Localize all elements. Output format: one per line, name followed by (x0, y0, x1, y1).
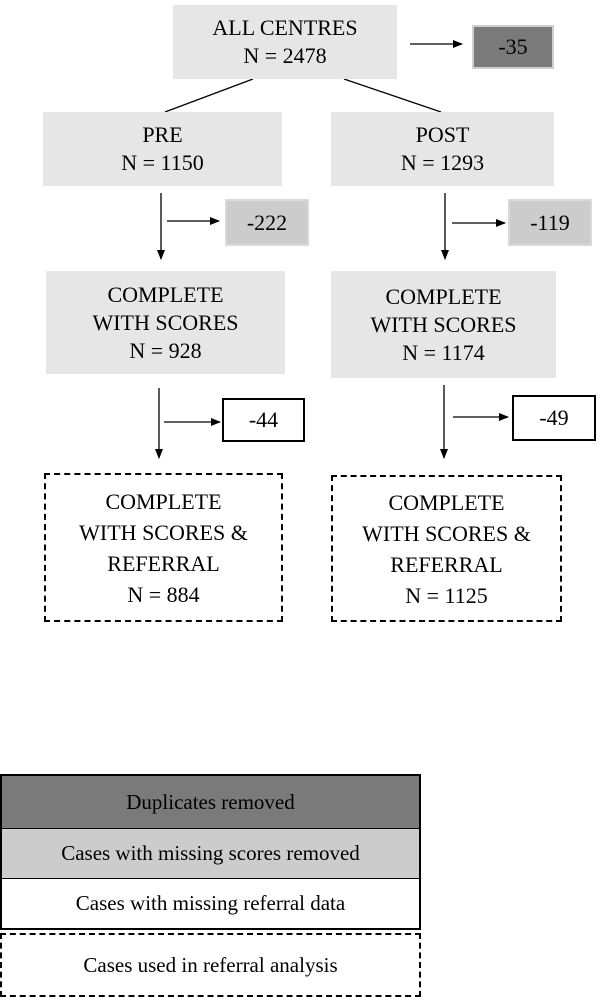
pre-title: PRE (142, 122, 183, 147)
pre-missing-referral-count: -44 (248, 407, 279, 432)
post-complete-line1: COMPLETE (385, 283, 502, 309)
post-referral-line3: REFERRAL (390, 551, 503, 577)
all-centres-count: N = 2478 (243, 43, 327, 68)
post-complete-line2: WITH SCORES (370, 311, 517, 337)
pre-count: N = 1150 (121, 150, 204, 175)
legend-used: Cases used in referral analysis (0, 933, 421, 997)
post-complete-count: N = 1174 (402, 339, 485, 365)
post-box: POST N = 1293 (331, 112, 554, 186)
pre-referral-line3: REFERRAL (107, 550, 220, 576)
duplicates-removed-count: -35 (498, 34, 528, 59)
post-missing-referral-box: -49 (512, 395, 596, 441)
legend-duplicates-label: Duplicates removed (126, 789, 295, 814)
post-complete-box: COMPLETE WITH SCORES N = 1174 (331, 271, 556, 378)
legend-missing-referral: Cases with missing referral data (0, 879, 421, 930)
post-referral-line2: WITH SCORES & (362, 520, 531, 546)
pre-box: PRE N = 1150 (43, 112, 282, 186)
post-missing-scores-box: -119 (508, 199, 592, 246)
pre-referral-line2: WITH SCORES & (79, 519, 248, 545)
pre-complete-box: COMPLETE WITH SCORES N = 928 (46, 271, 285, 374)
legend-missing-scores: Cases with missing scores removed (0, 829, 421, 879)
legend-missing-referral-label: Cases with missing referral data (75, 891, 346, 915)
all-centres-title: ALL CENTRES (212, 15, 358, 40)
pre-complete-line2: WITH SCORES (92, 309, 239, 335)
post-referral-count: N = 1125 (405, 582, 488, 608)
post-referral-line1: COMPLETE (388, 489, 505, 515)
post-missing-referral-count: -49 (539, 405, 569, 430)
duplicates-removed-box: -35 (472, 25, 554, 69)
post-referral-box: COMPLETE WITH SCORES & REFERRAL N = 1125 (331, 475, 562, 622)
pre-complete-count: N = 928 (129, 337, 202, 363)
pre-missing-scores-count: -222 (246, 209, 288, 235)
legend-used-label: Cases used in referral analysis (83, 952, 338, 977)
all-centres-box: ALL CENTRES N = 2478 (173, 5, 397, 79)
pre-missing-scores-box: -222 (225, 199, 309, 246)
legend-missing-scores-label: Cases with missing scores removed (61, 841, 360, 865)
pre-missing-referral-box: -44 (222, 398, 305, 442)
pre-complete-line1: COMPLETE (107, 281, 224, 307)
legend-duplicates: Duplicates removed (0, 774, 421, 829)
post-title: POST (415, 122, 470, 147)
pre-referral-count: N = 884 (127, 581, 200, 607)
post-count: N = 1293 (400, 150, 485, 175)
post-missing-scores-count: -119 (530, 209, 570, 235)
pre-referral-line1: COMPLETE (105, 488, 222, 514)
pre-referral-box: COMPLETE WITH SCORES & REFERRAL N = 884 (44, 473, 283, 622)
